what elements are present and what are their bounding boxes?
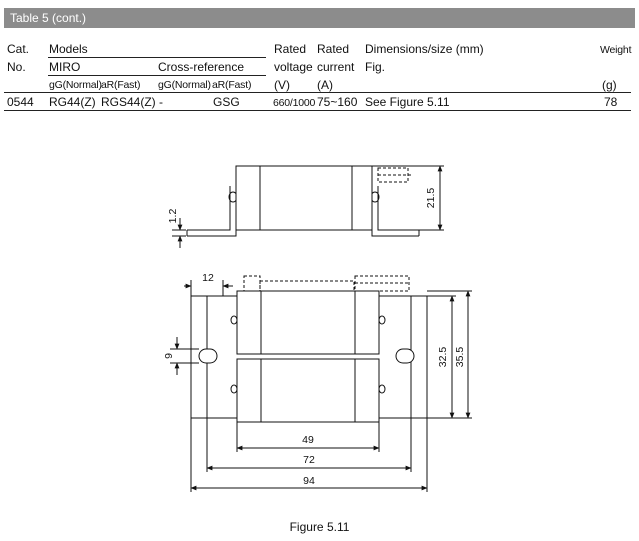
header-voltage-unit: (V) — [274, 78, 290, 92]
row-cross-ar: GSG — [213, 95, 240, 109]
header-weight-unit: (g) — [602, 78, 617, 92]
header-fig: Fig. — [365, 60, 386, 74]
header-miro-ar: aR(Fast) — [101, 79, 141, 91]
dim-label-49: 49 — [302, 434, 314, 446]
dim-label-9: 9 — [163, 353, 175, 359]
header-dimensions: Dimensions/size (mm) — [365, 42, 484, 56]
submodels-rule — [48, 75, 266, 76]
header-no: No. — [7, 60, 26, 74]
dim-label-32-5: 32.5 — [437, 347, 449, 368]
dim-label-94: 94 — [303, 475, 315, 487]
models-rule — [48, 57, 266, 58]
header-bottom-rule — [4, 92, 631, 93]
header-cross-reference: Cross-reference — [158, 60, 245, 74]
header-cat: Cat. — [7, 42, 30, 56]
row-figure-ref: See Figure 5.11 — [365, 95, 450, 109]
header-voltage: voltage — [274, 60, 313, 74]
dim-label-21-5: 21.5 — [425, 188, 437, 209]
header-rated-current: Rated — [317, 42, 350, 56]
dim-label-12: 12 — [202, 272, 214, 284]
header-current-unit: (A) — [317, 78, 333, 92]
row-cross-gg: - — [159, 95, 163, 109]
header-rated-voltage: Rated — [274, 42, 307, 56]
row-cat-no: 0544 — [7, 95, 34, 109]
row-voltage: 660/1000 — [273, 97, 316, 109]
row-current: 75~160 — [317, 95, 358, 109]
header-miro-gg: gG(Normal) — [49, 79, 102, 91]
table-title-banner: Table 5 (cont.) — [4, 8, 635, 28]
header-miro: MIRO — [49, 60, 81, 74]
figure-caption: Figure 5.11 — [289, 520, 350, 534]
row-weight: 78 — [604, 95, 618, 109]
header-cross-ar: aR(Fast) — [212, 79, 252, 91]
side-view — [172, 165, 444, 248]
top-view — [170, 275, 472, 492]
dim-label-72: 72 — [303, 454, 315, 466]
header-current: current — [317, 60, 355, 74]
row-miro-ar: RGS44(Z) — [101, 95, 156, 109]
dim-label-35-5: 35.5 — [454, 347, 466, 368]
dim-label-1-2: 1.2 — [167, 209, 179, 224]
row-bottom-rule — [4, 110, 631, 111]
row-miro-gg: RG44(Z) — [49, 95, 96, 109]
header-cross-gg: gG(Normal) — [158, 79, 211, 91]
header-weight: Weight — [600, 44, 632, 56]
header-models: Models — [49, 42, 88, 56]
